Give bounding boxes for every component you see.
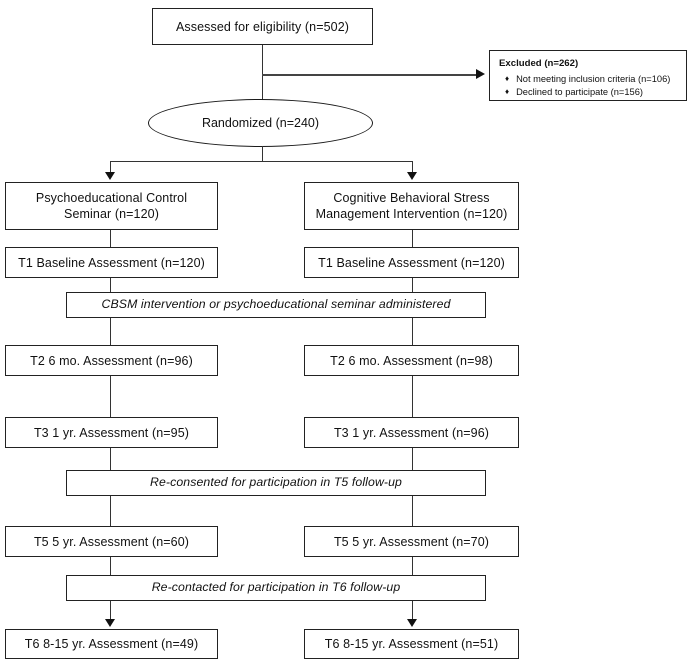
excluded-reason-item: ♦ Declined to participate (n=156) (499, 86, 678, 99)
connector-left-recontact-to-t6 (110, 601, 111, 621)
node-reconsented-span: Re-consented for participation in T5 fol… (66, 470, 486, 496)
connector-assessed-to-randomized (262, 45, 263, 100)
connector-split-left (110, 161, 111, 175)
reconsented-span-label: Re-consented for participation in T5 fol… (149, 475, 403, 490)
connector-left-t3-to-reconsent (110, 448, 111, 470)
arrowhead-right-arm (407, 172, 417, 180)
connector-right-intervention-to-t2 (412, 318, 413, 345)
left-t3-label: T3 1 yr. Assessment (n=95) (33, 425, 190, 440)
node-left-arm-title: Psychoeducational Control Seminar (n=120… (5, 182, 218, 230)
excluded-reason-item: ♦ Not meeting inclusion criteria (n=106) (499, 73, 678, 86)
left-arm-title-label: Psychoeducational Control Seminar (n=120… (35, 191, 188, 221)
connector-to-excluded (262, 74, 478, 76)
left-t6-label: T6 8-15 yr. Assessment (n=49) (24, 637, 199, 651)
connector-split-bar (110, 161, 413, 162)
right-t3-label: T3 1 yr. Assessment (n=96) (333, 425, 490, 440)
connector-left-reconsent-to-t5 (110, 496, 111, 526)
excluded-reason-label: Not meeting inclusion criteria (n=106) (516, 73, 671, 84)
right-t1-label: T1 Baseline Assessment (n=120) (318, 255, 505, 270)
connector-right-recontact-to-t6 (412, 601, 413, 621)
right-t2-label: T2 6 mo. Assessment (n=98) (330, 353, 493, 368)
node-intervention-span: CBSM intervention or psychoeducational s… (66, 292, 486, 318)
excluded-reason-label: Declined to participate (n=156) (516, 87, 643, 98)
node-left-t3-assessment: T3 1 yr. Assessment (n=95) (5, 417, 218, 448)
node-right-t6-assessment: T6 8-15 yr. Assessment (n=51) (304, 629, 519, 659)
recontacted-span-label: Re-contacted for participation in T6 fol… (151, 580, 401, 595)
left-t1-label: T1 Baseline Assessment (n=120) (18, 255, 205, 270)
connector-left-t2-to-t3 (110, 376, 111, 417)
excluded-header: Excluded (n=262) (499, 58, 579, 69)
connector-right-title-to-t1 (412, 230, 413, 247)
connector-right-t3-to-reconsent (412, 448, 413, 470)
node-randomized: Randomized (n=240) (148, 99, 373, 147)
connector-left-t5-to-recontact (110, 557, 111, 575)
diamond-bullet-icon: ♦ (505, 73, 510, 83)
node-randomized-label: Randomized (n=240) (201, 116, 320, 130)
node-recontacted-span: Re-contacted for participation in T6 fol… (66, 575, 486, 601)
connector-randomized-stem (262, 146, 263, 162)
node-right-t1-baseline: T1 Baseline Assessment (n=120) (304, 247, 519, 278)
connector-left-t1-to-intervention (110, 278, 111, 292)
excluded-reason-list: ♦ Not meeting inclusion criteria (n=106)… (499, 73, 678, 100)
node-left-t5-assessment: T5 5 yr. Assessment (n=60) (5, 526, 218, 557)
node-left-t2-assessment: T2 6 mo. Assessment (n=96) (5, 345, 218, 376)
arrowhead-left-arm (105, 172, 115, 180)
right-arm-title-label: Cognitive Behavioral Stress Management I… (315, 191, 508, 221)
connector-left-intervention-to-t2 (110, 318, 111, 345)
connector-right-t5-to-recontact (412, 557, 413, 575)
node-right-t2-assessment: T2 6 mo. Assessment (n=98) (304, 345, 519, 376)
node-assessed-for-eligibility: Assessed for eligibility (n=502) (152, 8, 373, 45)
connector-right-reconsent-to-t5 (412, 496, 413, 526)
node-left-t6-assessment: T6 8-15 yr. Assessment (n=49) (5, 629, 218, 659)
left-t5-label: T5 5 yr. Assessment (n=60) (33, 534, 190, 549)
node-right-t3-assessment: T3 1 yr. Assessment (n=96) (304, 417, 519, 448)
diamond-bullet-icon: ♦ (505, 87, 510, 97)
left-t2-label: T2 6 mo. Assessment (n=96) (30, 353, 193, 368)
connector-right-t1-to-intervention (412, 278, 413, 292)
connector-left-title-to-t1 (110, 230, 111, 247)
node-right-arm-title: Cognitive Behavioral Stress Management I… (304, 182, 519, 230)
node-right-t5-assessment: T5 5 yr. Assessment (n=70) (304, 526, 519, 557)
connector-right-t2-to-t3 (412, 376, 413, 417)
right-t6-label: T6 8-15 yr. Assessment (n=51) (324, 637, 499, 651)
node-left-t1-baseline: T1 Baseline Assessment (n=120) (5, 247, 218, 278)
arrowhead-left-t6 (105, 619, 115, 627)
connector-split-right (412, 161, 413, 175)
node-excluded-panel: Excluded (n=262) ♦ Not meeting inclusion… (489, 50, 687, 101)
intervention-span-label: CBSM intervention or psychoeducational s… (101, 297, 451, 312)
arrowhead-right-t6 (407, 619, 417, 627)
right-t5-label: T5 5 yr. Assessment (n=70) (333, 534, 490, 549)
node-assessed-label: Assessed for eligibility (n=502) (175, 19, 350, 34)
arrowhead-to-excluded (476, 69, 485, 79)
